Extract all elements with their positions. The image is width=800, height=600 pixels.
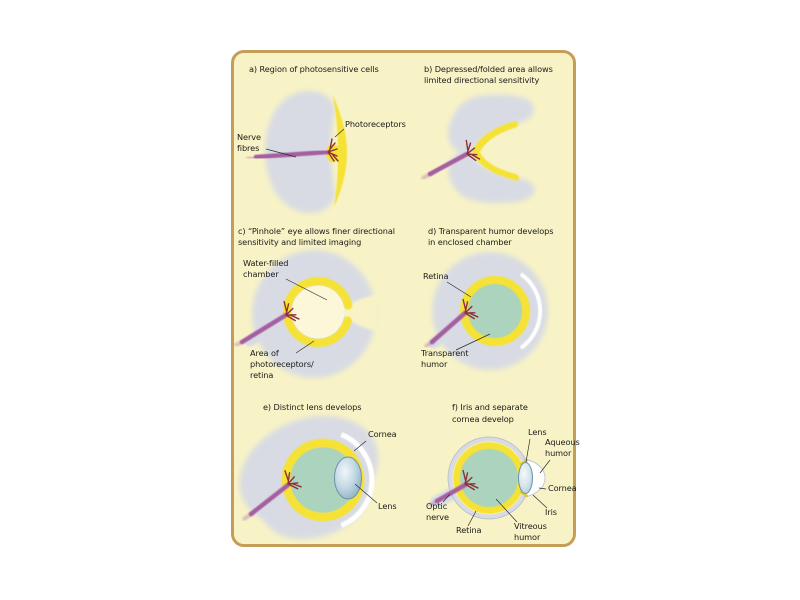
pinhole-opening: [340, 294, 378, 332]
panel-c-title-line-2: sensitivity and limited imaging: [238, 237, 361, 247]
label-area-photoreceptors-line-3: retina: [250, 370, 273, 380]
label-iris: Iris: [545, 507, 557, 517]
panel-d: d) Transparent humor develops in enclose…: [420, 226, 553, 370]
panel-d-title-line-1: d) Transparent humor develops: [428, 226, 553, 236]
label-vitreous-humor-line-2: humor: [514, 532, 541, 542]
label-aqueous-humor-line-1: Aqueous: [545, 437, 580, 447]
label-area-photoreceptors-line-1: Area of: [250, 348, 280, 358]
panel-b-title-line-1: b) Depressed/folded area allows: [424, 64, 553, 74]
pointer-water-filled: [285, 278, 328, 301]
tissue-blob: [448, 94, 535, 204]
panel-b-diagram: [421, 94, 535, 204]
pointer-cornea: [353, 440, 367, 452]
nerve-fibre: [248, 482, 291, 517]
label-nerve-fibres-line-2: fibres: [237, 143, 259, 153]
panel-c-labels: Water-filled chamber Area of photorecept…: [243, 258, 328, 380]
nerve-fibre: [427, 151, 470, 177]
label-photoreceptors: Photoreceptors: [345, 119, 406, 129]
pointer-cornea: [538, 487, 547, 490]
panel-d-title-line-2: in enclosed chamber: [428, 237, 512, 247]
label-area-photoreceptors-line-2: photoreceptors/: [250, 359, 314, 369]
label-aqueous-humor-line-2: humor: [545, 448, 572, 458]
pointer-lens: [354, 483, 378, 504]
label-lens: Lens: [378, 501, 397, 511]
label-transparent-humor-line-2: humor: [421, 359, 448, 369]
nerve-fibre: [239, 312, 289, 345]
label-nerve-fibres-line-1: Nerve: [237, 132, 261, 142]
pointer-lens: [525, 438, 531, 463]
label-retina: Retina: [456, 525, 482, 535]
panel-c-title-line-1: c) “Pinhole” eye allows finer directiona…: [238, 226, 395, 236]
label-water-filled-line-2: chamber: [243, 269, 279, 279]
panel-a-labels: Nerve fibres Photoreceptors: [237, 119, 406, 158]
panel-c: c) “Pinhole” eye allows finer directiona…: [234, 226, 395, 380]
pointer-photoreceptors: [334, 128, 345, 138]
label-water-filled-line-1: Water-filled: [243, 258, 288, 268]
cornea-arc: [340, 432, 375, 528]
panel-a-title: a) Region of photosensitive cells: [249, 64, 379, 74]
panel-c-diagram: [234, 250, 378, 378]
panel-e: e) Distinct lens develops Cornea Lens: [239, 402, 397, 540]
pointer-optic-nerve: [442, 493, 451, 503]
optic-nerve: [434, 482, 468, 504]
photoreceptor-layer: [472, 121, 520, 181]
panel-f-labels: Lens Aqueous humor Cornea Iris Optic ner…: [426, 427, 580, 542]
photoreceptor-layer: [333, 95, 347, 207]
panel-b-title-line-2: limited directional sensitivity: [424, 75, 539, 85]
enclosing-membrane: [519, 272, 543, 350]
tissue-stalk: [244, 313, 290, 347]
lens: [518, 462, 533, 494]
pointer-aqueous-humor: [539, 459, 551, 474]
panel-d-labels: Retina Transparent humor: [420, 271, 491, 369]
label-transparent-humor-line-1: Transparent: [420, 348, 469, 358]
panel-f-diagram: [428, 436, 546, 520]
panel-e-title: e) Distinct lens develops: [263, 402, 361, 412]
panel-f-title-line-2: cornea develop: [452, 414, 514, 424]
nerve-fibre: [253, 149, 331, 160]
label-cornea: Cornea: [368, 429, 397, 439]
pointer-transparent-humor: [455, 333, 491, 351]
eye-evolution-card: a) Region of photosensitive cells Nerve …: [231, 50, 580, 547]
panel-b: b) Depressed/folded area allows limited …: [421, 64, 553, 204]
label-cornea: Cornea: [548, 483, 577, 493]
label-vitreous-humor-line-1: Vitreous: [514, 521, 547, 531]
panel-f: f) Iris and separate cornea develop Lens…: [426, 402, 580, 542]
panel-d-diagram: [424, 252, 548, 370]
eye-evolution-diagram: a) Region of photosensitive cells Nerve …: [234, 64, 580, 542]
pointer-retina: [467, 510, 477, 527]
label-optic-nerve-line-2: nerve: [426, 512, 449, 522]
panel-e-diagram: [239, 415, 379, 540]
label-lens: Lens: [528, 427, 547, 437]
label-optic-nerve-line-1: Optic: [426, 501, 447, 511]
pointer-vitreous-humor: [495, 498, 518, 523]
pointer-nerve-fibres: [265, 148, 297, 158]
nerve-fibre: [429, 310, 468, 345]
panel-e-labels: Cornea Lens: [353, 429, 397, 511]
pointer-retina: [446, 281, 472, 298]
label-retina: Retina: [423, 271, 449, 281]
panel-f-title-line-1: f) Iris and separate: [452, 402, 528, 412]
pointer-area-photoreceptors: [295, 340, 315, 354]
pointer-iris: [532, 494, 548, 509]
vitreous-humor: [456, 445, 522, 511]
panel-a-diagram: [246, 90, 347, 214]
water-filled-chamber: [291, 285, 345, 339]
transparent-humor: [465, 281, 525, 341]
panel-a: a) Region of photosensitive cells Nerve …: [237, 64, 406, 214]
lens: [334, 456, 362, 500]
